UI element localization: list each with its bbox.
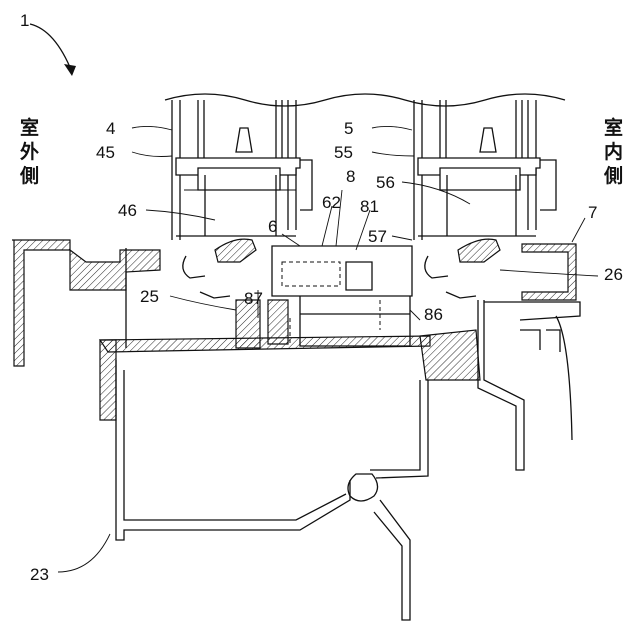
label-6: 6 [268, 217, 277, 236]
label-87: 87 [244, 289, 263, 308]
label-62: 62 [322, 193, 341, 212]
label-23: 23 [30, 565, 49, 584]
label-55: 55 [334, 143, 353, 162]
indoor-char-1: 室 [604, 116, 623, 139]
label-46: 46 [118, 201, 137, 220]
indoor-char-2: 内 [604, 140, 623, 163]
indoor-side-label: 室 内 側 [603, 116, 623, 187]
figure-number: 1 [20, 11, 29, 30]
outdoor-char-1: 室 [20, 116, 39, 139]
label-4: 4 [106, 119, 115, 138]
outdoor-char-2: 外 [20, 140, 39, 163]
figure-arrowhead [64, 64, 76, 76]
sash-4 [172, 100, 300, 240]
indoor-frame-7 [478, 244, 580, 470]
outdoor-side-label: 室 外 側 [19, 116, 39, 187]
label-57: 57 [368, 227, 387, 246]
indoor-char-3: 側 [603, 165, 623, 187]
label-5: 5 [344, 119, 353, 138]
label-7: 7 [588, 203, 597, 222]
seal-right [425, 239, 500, 298]
outdoor-char-3: 側 [19, 165, 39, 187]
label-81: 81 [360, 197, 379, 216]
frame-body-23 [116, 360, 428, 620]
sash-5 [300, 100, 556, 240]
label-26: 26 [604, 265, 623, 284]
break-line [165, 94, 565, 106]
frame-sill [100, 330, 480, 420]
label-56: 56 [376, 173, 395, 192]
label-25: 25 [140, 287, 159, 306]
label-8: 8 [346, 167, 355, 186]
label-45: 45 [96, 143, 115, 162]
label-86: 86 [424, 305, 443, 324]
